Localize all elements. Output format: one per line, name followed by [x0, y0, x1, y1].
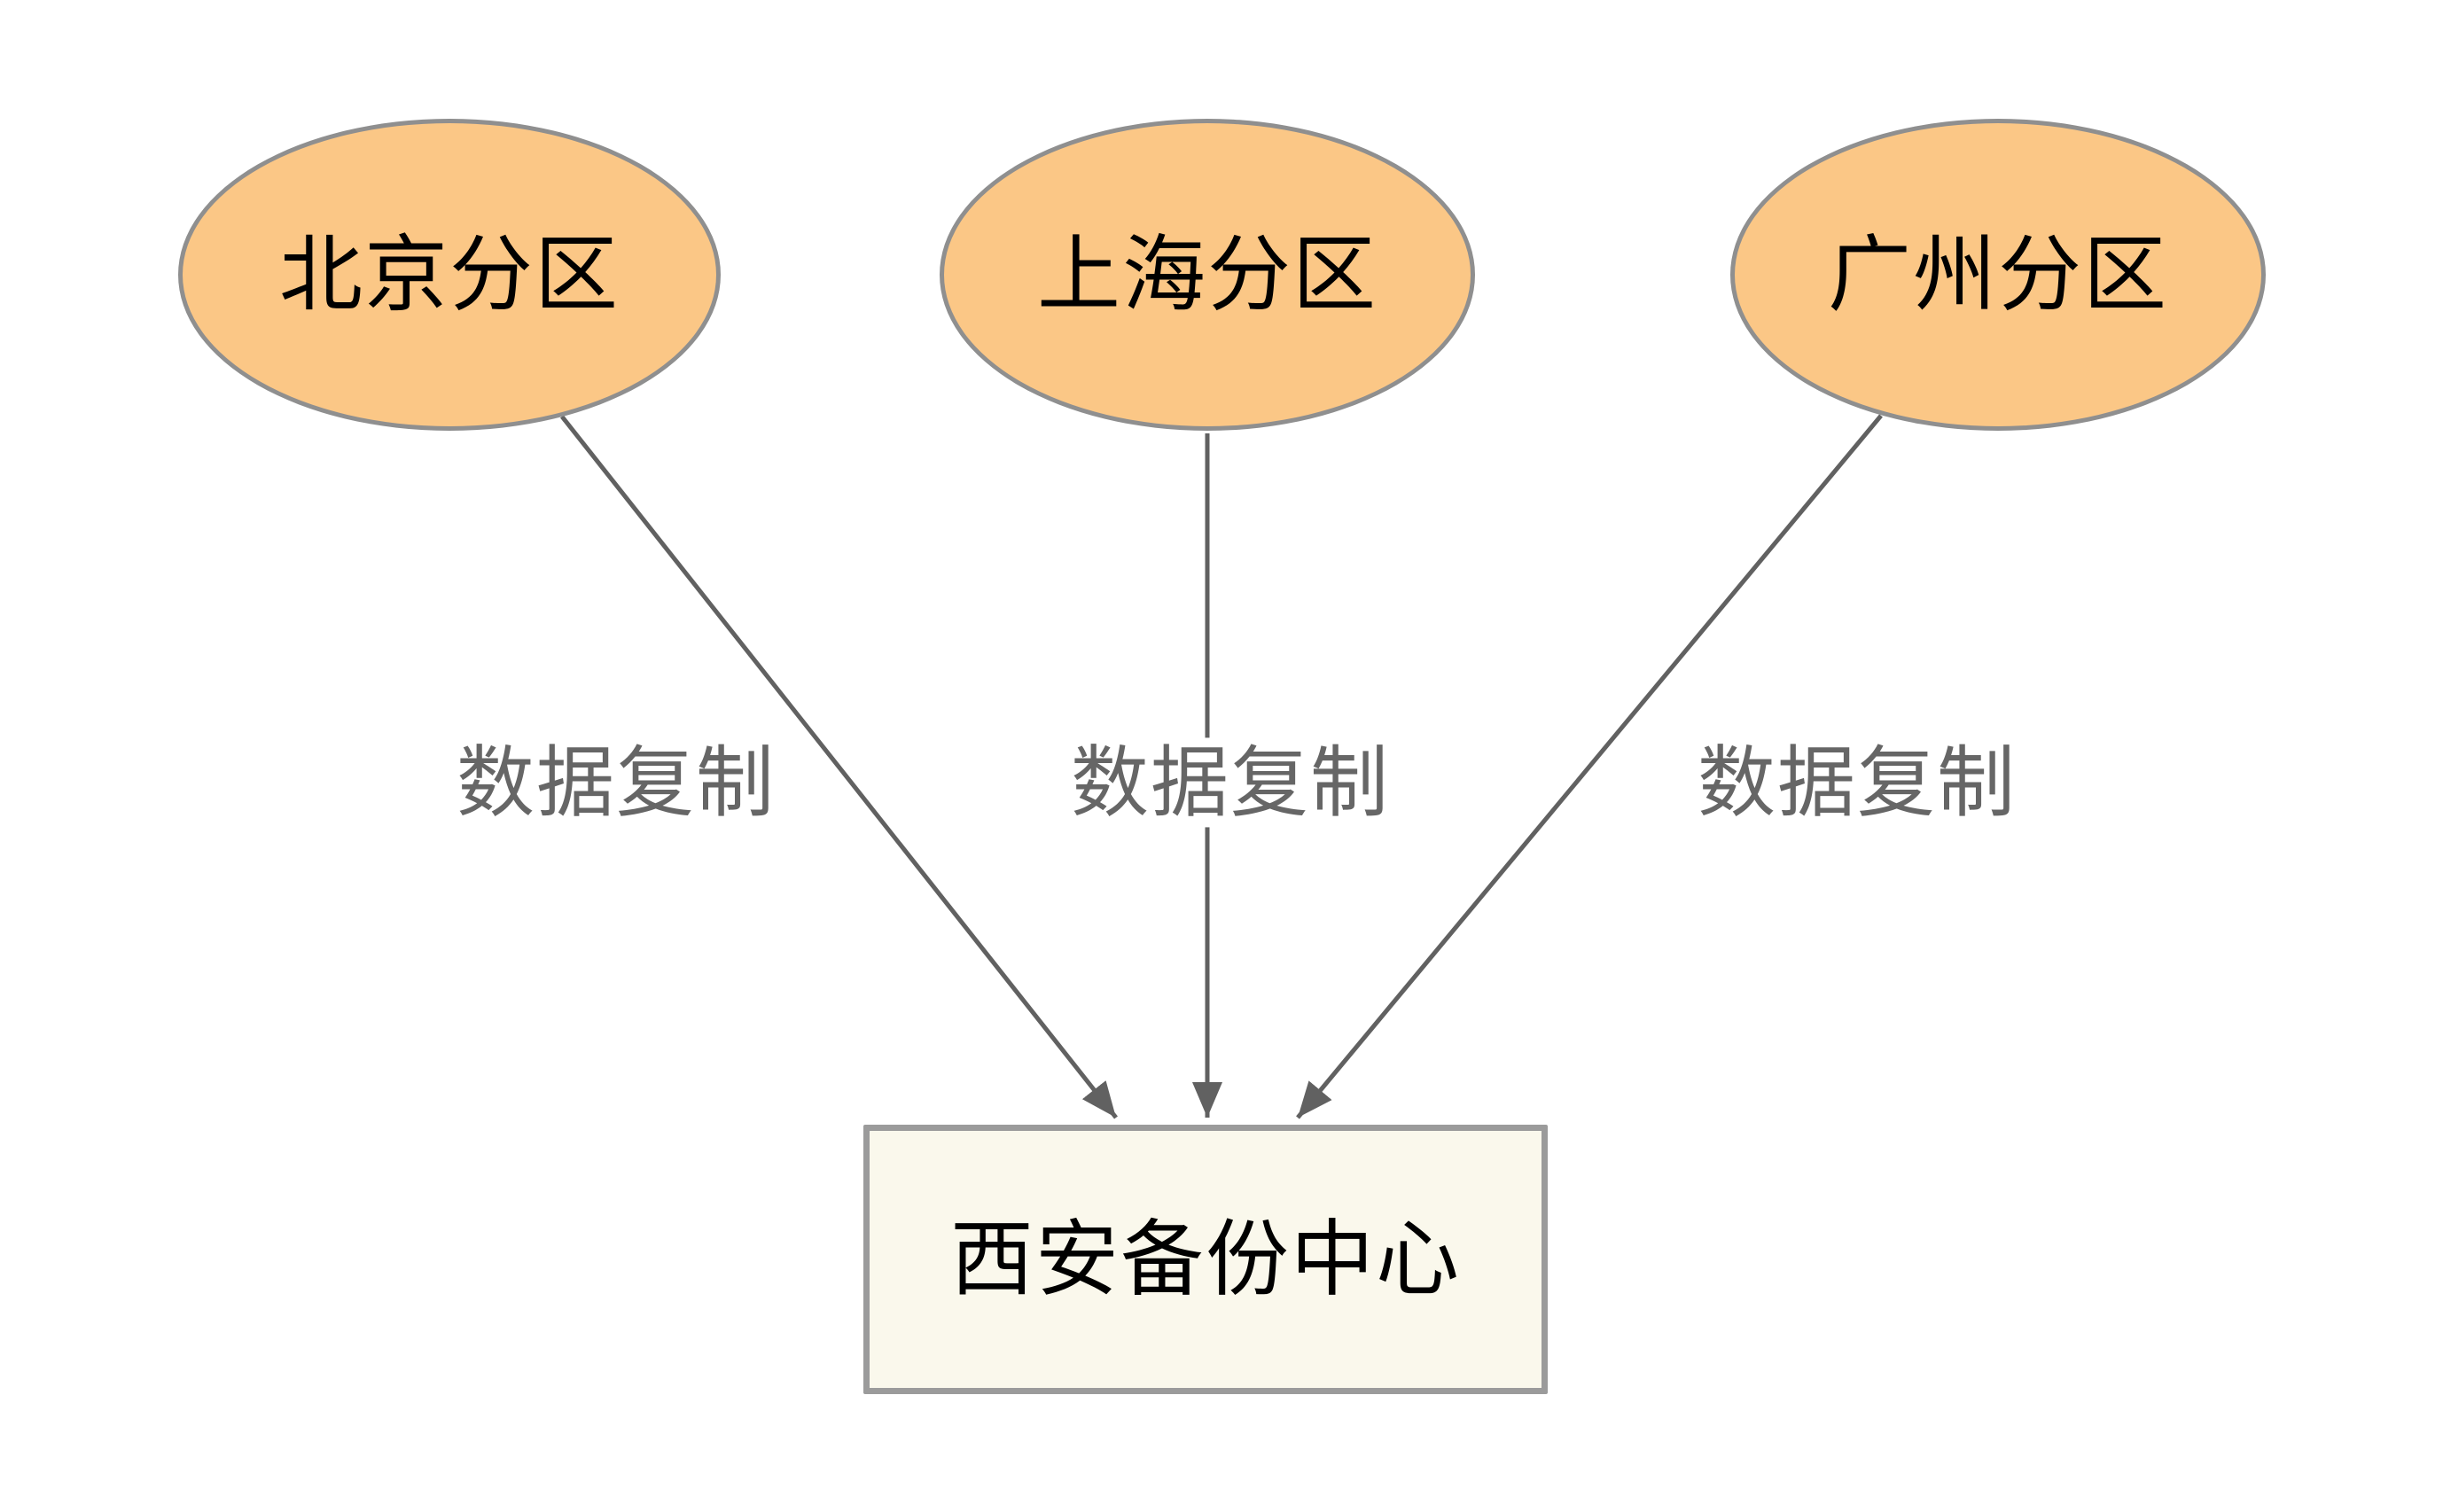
node-beijing-label: 北京分区 [278, 227, 620, 321]
node-xian-backup-center: 西安备份中心 [863, 1125, 1548, 1394]
edge-shanghai-xian-label: 数据复制 [1065, 737, 1396, 828]
edge-guangzhou-xian-arrow [1296, 414, 1883, 1119]
node-guangzhou-label: 广州分区 [1827, 227, 2168, 321]
node-guangzhou-partition: 广州分区 [1730, 119, 2266, 431]
edge-guangzhou-xian-label: 数据复制 [1691, 737, 2023, 828]
edge-beijing-xian-arrow [560, 415, 1118, 1119]
edge-beijing-xian-label: 数据复制 [450, 737, 782, 828]
node-shanghai-partition: 上海分区 [940, 119, 1475, 431]
node-xian-label: 西安备份中心 [949, 1212, 1461, 1305]
node-shanghai-label: 上海分区 [1036, 227, 1378, 321]
node-beijing-partition: 北京分区 [178, 119, 721, 431]
